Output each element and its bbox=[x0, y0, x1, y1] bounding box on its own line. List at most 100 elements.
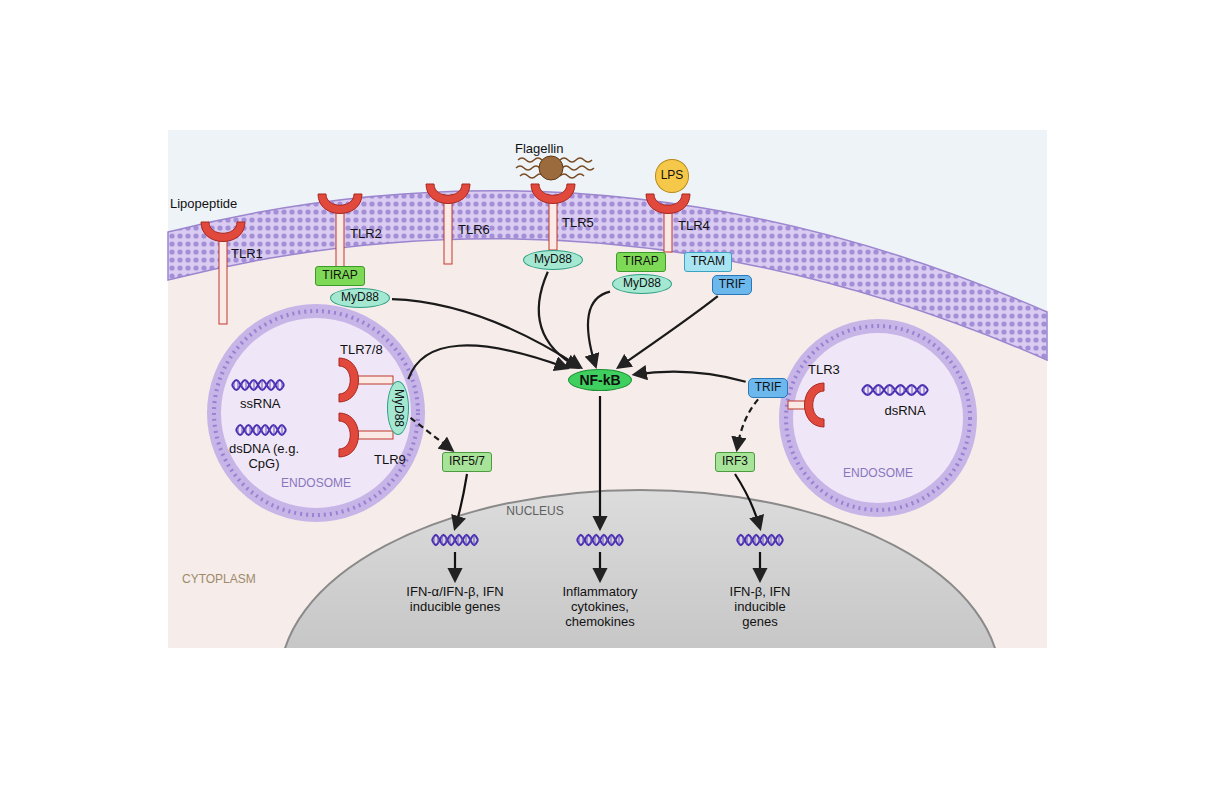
compartment-label: ENDOSOME bbox=[843, 466, 913, 481]
dna-rung bbox=[254, 380, 255, 390]
gene-output-label: IFN-β, IFN inducible genes bbox=[722, 584, 798, 629]
signal-arrow bbox=[408, 345, 567, 379]
dna-rung bbox=[270, 429, 271, 431]
illustration-part bbox=[735, 474, 760, 528]
dna-rung bbox=[579, 536, 580, 543]
receptor-label: TLR2 bbox=[350, 226, 382, 241]
dna-rung bbox=[924, 385, 925, 394]
receptor-label: TLR6 bbox=[458, 222, 490, 237]
dna-rung bbox=[920, 386, 921, 394]
illustration-part bbox=[339, 358, 359, 402]
dna-strand bbox=[862, 385, 928, 395]
dashed-signal-arrow bbox=[411, 418, 453, 450]
dna-rung bbox=[258, 425, 259, 434]
gene-output-label: Inflammatory cytokines, chemokines bbox=[554, 584, 646, 629]
dna-rung bbox=[603, 535, 604, 544]
ligand-label: Lipopeptide bbox=[170, 196, 237, 211]
dna-rung bbox=[900, 385, 901, 395]
dna-strand bbox=[737, 535, 783, 545]
dna-rung bbox=[250, 384, 251, 386]
dna-rung bbox=[238, 427, 239, 434]
dna-rung bbox=[779, 535, 780, 545]
dna-strand bbox=[236, 425, 286, 435]
illustration-part bbox=[531, 184, 575, 204]
receptor-label: TLR3 bbox=[808, 362, 840, 377]
dna-rung bbox=[755, 536, 756, 545]
signal-arrow bbox=[619, 296, 718, 367]
node-text: TRIF bbox=[719, 278, 746, 292]
gene-output-label: IFN-α/IFN-β, IFN inducible genes bbox=[405, 584, 505, 614]
adaptor-box: TRAM bbox=[684, 252, 732, 272]
dna-rung bbox=[892, 386, 893, 394]
node-text: NF-kB bbox=[579, 372, 620, 388]
node-text: IRF3 bbox=[722, 455, 748, 469]
adaptor-box: TIRAP bbox=[315, 266, 364, 286]
dna-strand bbox=[232, 380, 284, 390]
dna-rung bbox=[242, 426, 243, 434]
dna-rung bbox=[868, 385, 869, 395]
dna-rung bbox=[607, 539, 608, 542]
illustration-part bbox=[549, 198, 557, 250]
dna-rung bbox=[278, 381, 279, 389]
node-text: MyD88 bbox=[391, 389, 405, 427]
dna-rung bbox=[454, 538, 455, 542]
dna-rung bbox=[274, 383, 275, 388]
illustration-part bbox=[444, 198, 452, 264]
ligand-label: Flagellin bbox=[515, 141, 563, 156]
dna-rung bbox=[587, 536, 588, 544]
illustration-part bbox=[599, 396, 601, 528]
ligand-circle: LPS bbox=[655, 159, 690, 193]
dna-rung bbox=[270, 380, 271, 389]
dna-rung bbox=[450, 536, 451, 545]
dashed-signal-arrow bbox=[737, 399, 758, 449]
dna-rung bbox=[888, 385, 889, 394]
dna-rung bbox=[250, 426, 251, 434]
dna-rung bbox=[254, 428, 255, 433]
illustration-part bbox=[454, 552, 456, 580]
dna-rung bbox=[775, 539, 776, 540]
dna-rung bbox=[743, 537, 744, 543]
dna-rung bbox=[880, 385, 881, 394]
dna-rung bbox=[767, 539, 768, 542]
dna-strand bbox=[432, 535, 478, 545]
receptor-tlr9 bbox=[339, 413, 393, 457]
dna-rung bbox=[583, 537, 584, 543]
adaptor-ellipse: MyD88 bbox=[612, 274, 672, 294]
dna-rung bbox=[872, 389, 873, 392]
ligand-label: ssRNA bbox=[240, 396, 280, 411]
dna-strand bbox=[737, 535, 783, 545]
dna-rung bbox=[751, 537, 752, 542]
receptor-label: TLR5 bbox=[562, 215, 594, 230]
dna-rung bbox=[916, 389, 917, 392]
endosome-right-lipids bbox=[786, 326, 970, 510]
signal-arrow bbox=[392, 299, 581, 367]
dna-strand bbox=[432, 535, 478, 545]
adaptor-box: TRIF bbox=[748, 378, 789, 398]
endosome-left bbox=[214, 311, 418, 515]
flagellin-bacterium bbox=[539, 156, 563, 180]
signal-arrow bbox=[539, 272, 578, 368]
dna-rung bbox=[611, 535, 612, 545]
illustration-part bbox=[318, 194, 362, 214]
illustration-part bbox=[219, 236, 227, 324]
transcription-factor: IRF3 bbox=[715, 452, 755, 472]
node-text: IRF5/7 bbox=[449, 455, 485, 469]
endosome-right bbox=[786, 326, 970, 510]
dna-rung bbox=[246, 380, 247, 389]
illustration-part bbox=[426, 184, 470, 204]
dna-strand bbox=[232, 380, 284, 390]
illustration-part bbox=[805, 383, 825, 427]
dna-rung bbox=[739, 536, 740, 543]
ligand-label: dsDNA (e.g. CpG) bbox=[224, 441, 304, 471]
dna-strand bbox=[236, 425, 286, 435]
signal-arrow bbox=[635, 372, 746, 382]
node-text: MyD88 bbox=[534, 253, 572, 267]
dna-strand bbox=[862, 385, 928, 395]
illustration-part bbox=[336, 208, 344, 268]
dna-rung bbox=[591, 537, 592, 542]
compartment-label: CYTOPLASM bbox=[182, 572, 256, 587]
dna-rung bbox=[262, 380, 263, 390]
illustration-part bbox=[201, 222, 245, 242]
